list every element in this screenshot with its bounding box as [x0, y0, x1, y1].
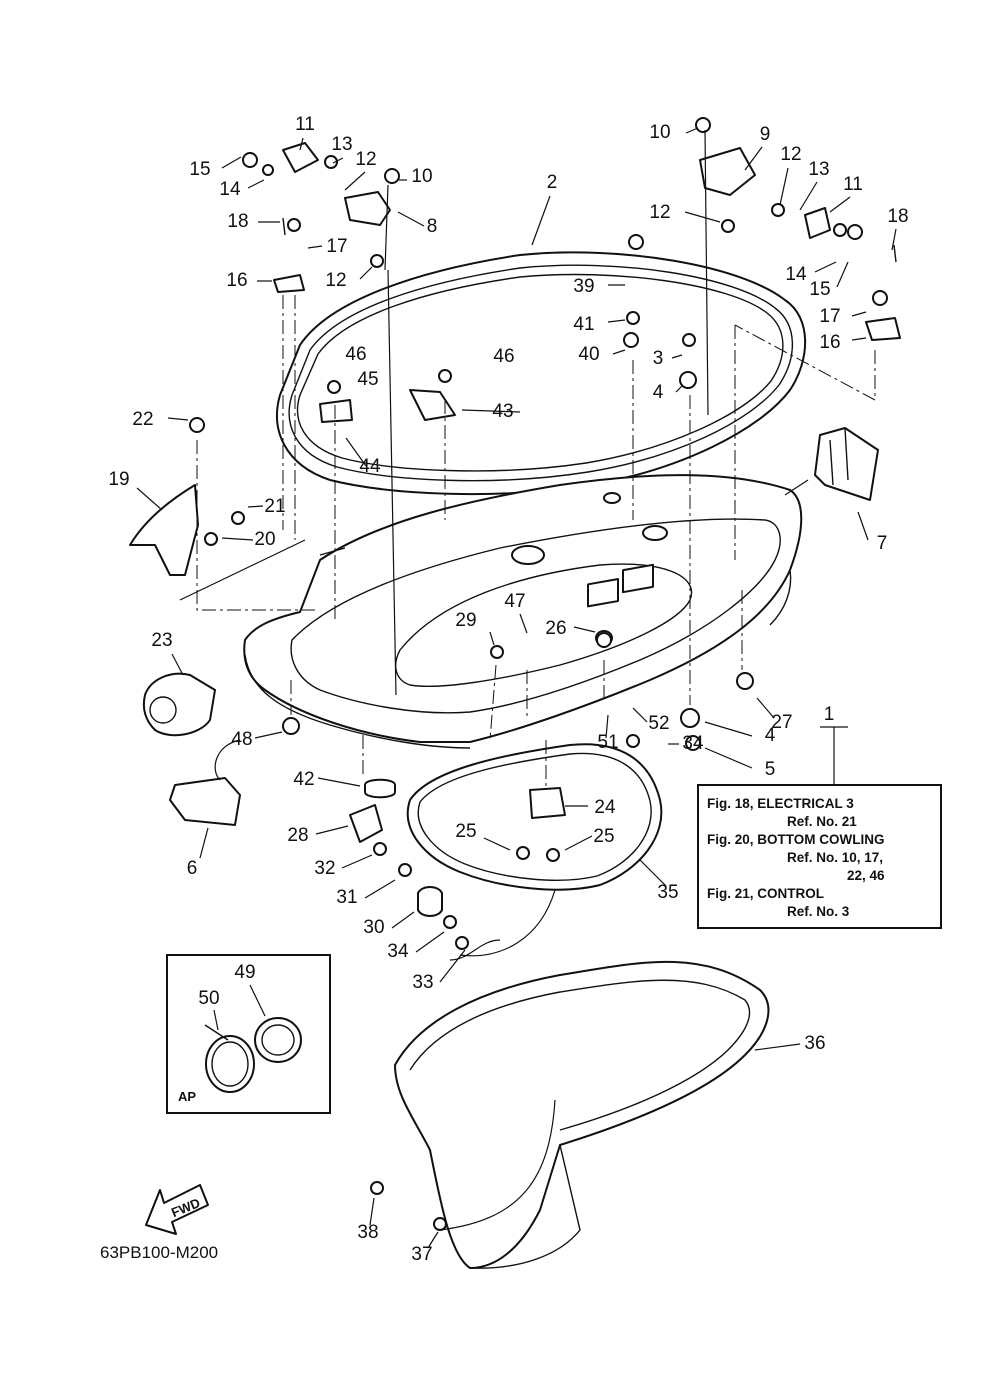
callout-c40: 40	[578, 344, 599, 365]
bottom-cowling-part-1	[243, 474, 803, 749]
callout-c13b: 13	[808, 159, 829, 180]
callout-c6: 6	[187, 858, 198, 879]
callout-c25a: 25	[455, 821, 476, 842]
callout-c16b: 16	[819, 332, 840, 353]
ref-line: 22, 46	[847, 868, 885, 883]
callout-c12d: 12	[649, 202, 670, 223]
seal-ring-part-2	[276, 251, 807, 496]
ap-inset-box: AP	[166, 954, 331, 1114]
ref-line: Fig. 21, CONTROL	[707, 886, 825, 901]
callout-c26: 26	[545, 618, 566, 639]
callout-c44: 44	[359, 456, 381, 477]
callout-c2: 2	[547, 172, 558, 193]
callout-c47: 47	[504, 591, 525, 612]
diagram-code: 63PB100-M200	[100, 1243, 219, 1262]
hardware	[189, 117, 901, 1231]
callout-c21: 21	[264, 496, 285, 517]
callout-c35: 35	[657, 882, 678, 903]
callout-c20: 20	[254, 529, 275, 550]
ref-line: Fig. 18, ELECTRICAL 3	[707, 796, 854, 811]
callout-c8: 8	[427, 216, 438, 237]
cross-reference-box: Fig. 18, ELECTRICAL 3 Ref. No. 21 Fig. 2…	[697, 784, 942, 929]
callout-c17b: 17	[819, 306, 840, 327]
ref-line: Ref. No. 21	[787, 814, 857, 829]
ap-label: AP	[178, 1089, 197, 1104]
callout-c19: 19	[108, 469, 129, 490]
callout-c13a: 13	[331, 134, 352, 155]
callout-1-bracket	[820, 726, 848, 784]
lower-apron-part-36	[394, 960, 770, 1269]
ap-inset-parts	[204, 1017, 302, 1093]
callout-c38: 38	[357, 1222, 378, 1243]
callout-c33: 33	[412, 972, 433, 993]
callout-c29: 29	[455, 610, 476, 631]
callout-c12b: 12	[325, 270, 346, 291]
leader-lines	[136, 127, 897, 1249]
callout-c4a: 4	[653, 382, 664, 403]
callout-c4b: 4	[765, 725, 776, 746]
callout-c49: 49	[234, 962, 255, 983]
callout-c16a: 16	[226, 270, 247, 291]
callout-c39: 39	[573, 276, 594, 297]
callout-c34b: 34	[387, 941, 409, 962]
callout-c24: 24	[594, 797, 616, 818]
fwd-arrow: FWD	[145, 1184, 209, 1235]
callout-c32: 32	[314, 858, 335, 879]
callout-c28: 28	[287, 825, 308, 846]
callout-c46a: 46	[345, 344, 366, 365]
callout-c31: 31	[336, 887, 357, 908]
callout-c23: 23	[151, 630, 172, 651]
callout-c1: 1	[824, 704, 835, 725]
callout-c37: 37	[411, 1244, 432, 1265]
callout-c15a: 15	[189, 159, 210, 180]
callout-c11a: 11	[295, 114, 315, 135]
callout-c34a: 34	[682, 733, 704, 754]
callout-c45: 45	[357, 369, 378, 390]
callout-c5: 5	[765, 759, 776, 780]
callout-c52: 52	[648, 713, 669, 734]
callout-c7: 7	[877, 533, 888, 554]
callout-c10b: 10	[649, 122, 670, 143]
callout-c14b: 14	[785, 264, 807, 285]
ref-line: Fig. 20, BOTTOM COWLING	[707, 832, 885, 847]
callout-c43: 43	[492, 401, 513, 422]
callout-c36: 36	[804, 1033, 825, 1054]
callout-c12c: 12	[780, 144, 801, 165]
callout-c25b: 25	[593, 826, 614, 847]
callout-c3: 3	[653, 348, 664, 369]
bracket-part-7	[814, 427, 879, 501]
callout-c10a: 10	[411, 166, 432, 187]
callout-c18a: 18	[227, 211, 248, 232]
callout-c14a: 14	[219, 179, 241, 200]
callout-c46b: 46	[493, 346, 514, 367]
callout-c42: 42	[293, 769, 314, 790]
callout-c11b: 11	[843, 174, 863, 195]
callout-c12a: 12	[355, 149, 376, 170]
callout-c18b: 18	[887, 206, 908, 227]
callout-c41: 41	[573, 314, 594, 335]
callout-c48: 48	[231, 729, 252, 750]
callout-c51: 51	[597, 732, 618, 753]
callout-c30: 30	[363, 917, 384, 938]
small-parts-left	[129, 484, 566, 917]
callout-c27: 27	[771, 712, 792, 733]
callout-c17a: 17	[326, 236, 347, 257]
ref-line: Ref. No. 3	[787, 904, 850, 919]
ref-line: Ref. No. 10, 17,	[787, 850, 884, 865]
callout-c22: 22	[132, 409, 153, 430]
callout-c50: 50	[198, 988, 219, 1009]
callout-c15b: 15	[809, 279, 830, 300]
callout-c9: 9	[760, 124, 771, 145]
